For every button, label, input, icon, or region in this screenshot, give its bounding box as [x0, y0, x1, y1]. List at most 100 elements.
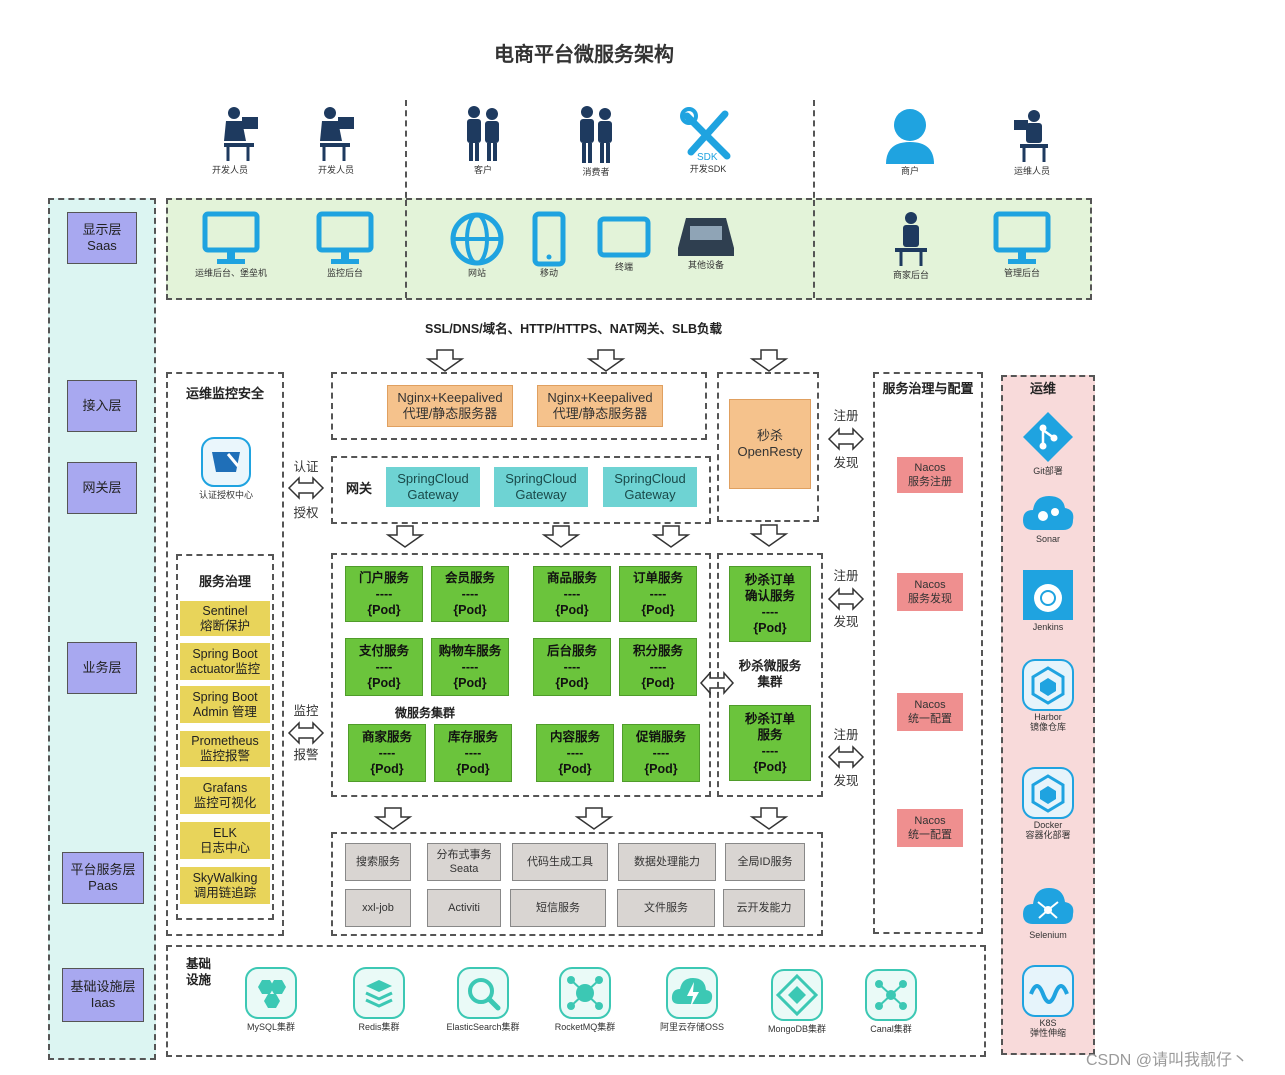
- service-cart[interactable]: 购物车服务 ---- {Pod}: [431, 638, 509, 696]
- service-order[interactable]: 订单服务 ---- {Pod}: [619, 566, 697, 622]
- down-arrow-icon: [425, 349, 465, 372]
- user-label: 运维人员: [1013, 166, 1050, 176]
- mongodb-icon: [771, 969, 823, 1021]
- nacos-registry[interactable]: Nacos 服务注册: [897, 457, 963, 493]
- governance-skywalking[interactable]: SkyWalking 调用链追踪: [180, 867, 270, 904]
- seckill-order-service[interactable]: 秒杀订单 服务 ---- {Pod}: [729, 705, 811, 781]
- infra-oss[interactable]: 阿里云存储OSS: [654, 966, 730, 1033]
- discover-label: 发现: [833, 774, 859, 788]
- ops-git[interactable]: Git部署: [1008, 410, 1088, 477]
- layer-access[interactable]: 接入层: [67, 380, 137, 432]
- nginx-proxy-1[interactable]: Nginx+Keepalived 代理/静态服务器: [387, 385, 513, 427]
- governance-elk[interactable]: ELK 日志中心: [180, 822, 270, 859]
- auth-center-label: 认证授权中心: [198, 490, 253, 500]
- governance-grafans[interactable]: Grafans 监控可视化: [180, 777, 270, 814]
- watermark: CSDN @请叫我靓仔丶: [1086, 1052, 1249, 1069]
- ops-item-label: Harbor 镜像仓库: [1029, 712, 1066, 732]
- down-arrow-icon: [651, 525, 691, 548]
- platform-xxl-job[interactable]: xxl-job: [345, 889, 411, 927]
- service-content[interactable]: 内容服务 ---- {Pod}: [536, 724, 614, 782]
- layer-display[interactable]: 显示层 Saas: [67, 212, 137, 264]
- auth-center[interactable]: 认证授权中心: [190, 436, 262, 501]
- infra-elasticsearch[interactable]: ElasticSearch集群: [440, 966, 526, 1033]
- seckill-confirm-service[interactable]: 秒杀订单 确认服务 ---- {Pod}: [729, 566, 811, 642]
- access-panel: [331, 372, 707, 440]
- down-arrow-icon: [749, 349, 789, 372]
- ops-jenkins[interactable]: Jenkins: [1008, 568, 1088, 632]
- register-label: 注册: [833, 728, 859, 742]
- infra-rocketmq[interactable]: RocketMQ集群: [548, 966, 622, 1033]
- canal-icon: [865, 969, 917, 1021]
- governance-admin[interactable]: Spring Boot Admin 管理: [180, 686, 270, 723]
- layer-platform[interactable]: 平台服务层 Paas: [62, 852, 144, 904]
- monitor-arrow-bottom: 报警: [293, 748, 319, 762]
- infra-label: Redis集群: [358, 1022, 400, 1032]
- display-label: 终端: [614, 262, 633, 272]
- infra-redis[interactable]: Redis集群: [344, 966, 414, 1033]
- service-member[interactable]: 会员服务 ---- {Pod}: [431, 566, 509, 622]
- governance-prometheus[interactable]: Prometheus 监控报警: [180, 731, 270, 767]
- ops-panel: [1001, 375, 1095, 1055]
- display-other-devices: 其他设备: [674, 214, 738, 271]
- nginx-proxy-2[interactable]: Nginx+Keepalived 代理/静态服务器: [537, 385, 663, 427]
- user-ops: 运维人员: [1002, 108, 1062, 177]
- spring-gateway-3[interactable]: SpringCloud Gateway: [603, 467, 697, 507]
- platform-seata[interactable]: 分布式事务 Seata: [427, 843, 501, 881]
- service-promotion[interactable]: 促销服务 ---- {Pod}: [622, 724, 700, 782]
- display-divider: [405, 200, 407, 298]
- platform-global-id[interactable]: 全局ID服务: [725, 843, 805, 881]
- display-admin-console: 管理后台: [982, 211, 1062, 279]
- display-ops-console: 运维后台、堡垒机: [186, 211, 276, 279]
- layer-infra[interactable]: 基础设施层 Iaas: [62, 968, 144, 1022]
- platform-cloud-dev[interactable]: 云开发能力: [723, 889, 805, 927]
- infra-label: MySQL集群: [246, 1022, 295, 1032]
- double-arrow-icon: [827, 745, 865, 769]
- infra-mongodb[interactable]: MongoDB集群: [760, 968, 834, 1035]
- nacos-config-2[interactable]: Nacos 统一配置: [897, 809, 963, 847]
- nacos-config-1[interactable]: Nacos 统一配置: [897, 693, 963, 731]
- user-developer-1: 开发人员: [200, 105, 260, 176]
- infra-canal[interactable]: Canal集群: [856, 968, 926, 1035]
- seckill-openresty[interactable]: 秒杀 OpenResty: [729, 399, 811, 489]
- platform-activiti[interactable]: Activiti: [427, 889, 501, 927]
- governance-actuator[interactable]: Spring Boot actuator监控: [180, 643, 270, 680]
- redis-icon: [353, 967, 405, 1019]
- ops-docker[interactable]: Docker 容器化部署: [1008, 766, 1088, 840]
- service-backend[interactable]: 后台服务 ---- {Pod}: [533, 638, 611, 696]
- consumers-icon: [580, 106, 612, 163]
- gateway-label: 网关: [346, 481, 373, 496]
- infra-mysql[interactable]: MySQL集群: [236, 966, 306, 1033]
- user-label: 开发SDK: [689, 164, 727, 174]
- service-portal[interactable]: 门户服务 ---- {Pod}: [345, 566, 423, 622]
- platform-data-processing[interactable]: 数据处理能力: [618, 843, 716, 881]
- docker-icon: [1022, 767, 1074, 819]
- spring-gateway-2[interactable]: SpringCloud Gateway: [494, 467, 588, 507]
- user-label: 客户: [473, 165, 492, 175]
- service-inventory[interactable]: 库存服务 ---- {Pod}: [434, 724, 512, 782]
- ops-harbor[interactable]: Harbor 镜像仓库: [1008, 658, 1088, 732]
- ops-selenium[interactable]: Selenium: [1008, 880, 1088, 940]
- platform-search[interactable]: 搜索服务: [345, 843, 411, 881]
- platform-codegen[interactable]: 代码生成工具: [512, 843, 608, 881]
- display-label: 运维后台、堡垒机: [194, 268, 267, 278]
- layer-gateway[interactable]: 网关层: [67, 462, 137, 514]
- service-merchant[interactable]: 商家服务 ---- {Pod}: [348, 724, 426, 782]
- layer-business[interactable]: 业务层: [67, 642, 137, 694]
- display-terminal: 终端: [594, 216, 654, 273]
- ops-person-icon: [1014, 110, 1048, 162]
- ops-sonar[interactable]: Sonar: [1008, 490, 1088, 544]
- service-payment[interactable]: 支付服务 ---- {Pod}: [345, 638, 423, 696]
- ops-k8s[interactable]: K8S 弹性伸缩: [1008, 964, 1088, 1038]
- down-arrow-icon: [373, 807, 413, 830]
- spring-gateway-1[interactable]: SpringCloud Gateway: [386, 467, 480, 507]
- nacos-discovery[interactable]: Nacos 服务发现: [897, 573, 963, 611]
- double-arrow-icon: [827, 587, 865, 611]
- service-product[interactable]: 商品服务 ---- {Pod}: [533, 566, 611, 622]
- down-arrow-icon: [574, 807, 614, 830]
- platform-sms[interactable]: 短信服务: [510, 889, 606, 927]
- service-points[interactable]: 积分服务 ---- {Pod}: [619, 638, 697, 696]
- governance-sentinel[interactable]: Sentinel 熔断保护: [180, 601, 270, 636]
- monitor-icon: [316, 211, 374, 264]
- user-developer-2: 开发人员: [306, 105, 366, 176]
- platform-file[interactable]: 文件服务: [617, 889, 715, 927]
